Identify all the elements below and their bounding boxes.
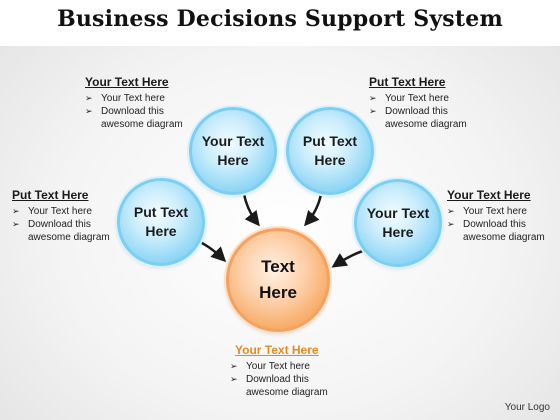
- bullet-item: ➢Download this awesome diagram: [85, 106, 183, 130]
- text-block-left: Put Text Here ➢Your Text here ➢Download …: [12, 188, 118, 244]
- satellite-label-line2: Here: [145, 223, 177, 239]
- bullet-item: ➢Your Text here: [369, 93, 449, 104]
- satellite-label-line1: Your Text: [366, 205, 430, 221]
- arrow-right: [331, 248, 367, 268]
- arrow-upper-left: [242, 193, 260, 227]
- arrow-bullet-icon: ➢: [230, 361, 238, 371]
- block-heading: Your Text Here: [235, 343, 319, 357]
- bullet-item: ➢Download this awesome diagram: [12, 219, 110, 243]
- arrow-bullet-icon: ➢: [447, 219, 455, 229]
- arrow-bullet-icon: ➢: [85, 93, 93, 103]
- text-block-upper-left: Your Text Here ➢Your Text here ➢Download…: [85, 75, 191, 131]
- satellite-label-line2: Here: [217, 152, 249, 168]
- arrow-bullet-icon: ➢: [230, 374, 238, 384]
- text-block-right: Your Text Here ➢Your Text here ➢Download…: [447, 188, 553, 244]
- satellite-label-line2: Here: [314, 152, 346, 168]
- bullet-item: ➢Download this awesome diagram: [447, 219, 545, 243]
- block-heading: Put Text Here: [369, 75, 446, 89]
- bullet-item: ➢Download this awesome diagram: [230, 374, 328, 398]
- text-block-upper-right: Put Text Here ➢Your Text here ➢Download …: [369, 75, 475, 131]
- bullet-item: ➢Your Text here: [12, 206, 92, 217]
- arrow-left: [199, 240, 227, 263]
- satellite-label-line1: Put Text: [302, 133, 358, 149]
- satellite-label-line1: Put Text: [133, 204, 189, 220]
- bullet-item: ➢Your Text here: [85, 93, 165, 104]
- logo-placeholder: Your Logo: [504, 402, 550, 413]
- block-heading: Your Text Here: [447, 188, 531, 202]
- arrow-bullet-icon: ➢: [12, 219, 20, 229]
- arrow-bullet-icon: ➢: [369, 93, 377, 103]
- text-block-bottom: Your Text Here ➢Your Text here ➢Download…: [230, 343, 336, 399]
- center-label-line1: Text: [261, 257, 295, 276]
- page-title: Business Decisions Support System: [57, 6, 503, 32]
- arrow-bullet-icon: ➢: [447, 206, 455, 216]
- bullet-item: ➢Your Text here: [447, 206, 527, 217]
- block-heading: Your Text Here: [85, 75, 169, 89]
- arrow-bullet-icon: ➢: [12, 206, 20, 216]
- bullet-item: ➢Download this awesome diagram: [369, 106, 467, 130]
- satellite-label-line2: Here: [382, 224, 414, 240]
- arrow-bullet-icon: ➢: [369, 106, 377, 116]
- arrow-bullet-icon: ➢: [85, 106, 93, 116]
- header-band: [0, 0, 560, 46]
- block-heading: Put Text Here: [12, 188, 89, 202]
- center-label-line2: Here: [259, 283, 297, 302]
- bullet-item: ➢Your Text here: [230, 361, 310, 372]
- arrow-upper-right: [304, 193, 323, 227]
- satellite-label-line1: Your Text: [201, 133, 265, 149]
